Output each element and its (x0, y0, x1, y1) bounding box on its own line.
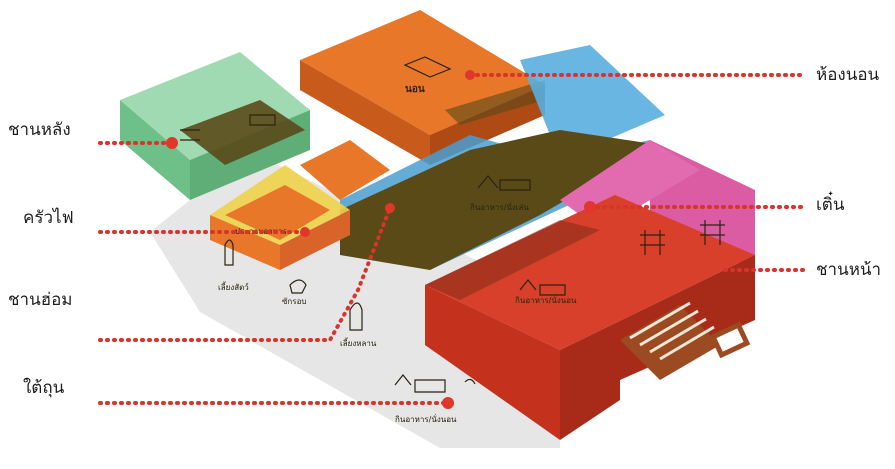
label-back-porch: ชานหลัง (8, 120, 71, 140)
label-connecting-porch: ชานฮ่อม (8, 290, 73, 310)
plan-text-under-1: เลี้ยงสัตว์ (218, 281, 249, 292)
plan-text-under-2: ซักรอบ (282, 297, 306, 306)
label-bedroom: ห้องนอน (816, 65, 879, 85)
plan-text-front: กินอาหาร/นั่งนอน (515, 294, 577, 305)
label-terrace: เติ๋น (816, 195, 844, 215)
plan-text-terrace: กินอาหาร/นั่งเล่น (470, 201, 530, 212)
label-under-house: ใต้ถุน (23, 378, 64, 398)
plan-text-under-3: เลี้ยงหลาน (340, 337, 377, 348)
plan-text-under-4: กินอาหาร/นั่งนอน (395, 413, 457, 424)
plan-text-bedroom: นอน (405, 84, 425, 95)
label-kitchen: ครัวไฟ (23, 208, 74, 228)
label-front-porch: ชานหน้า (816, 260, 881, 280)
